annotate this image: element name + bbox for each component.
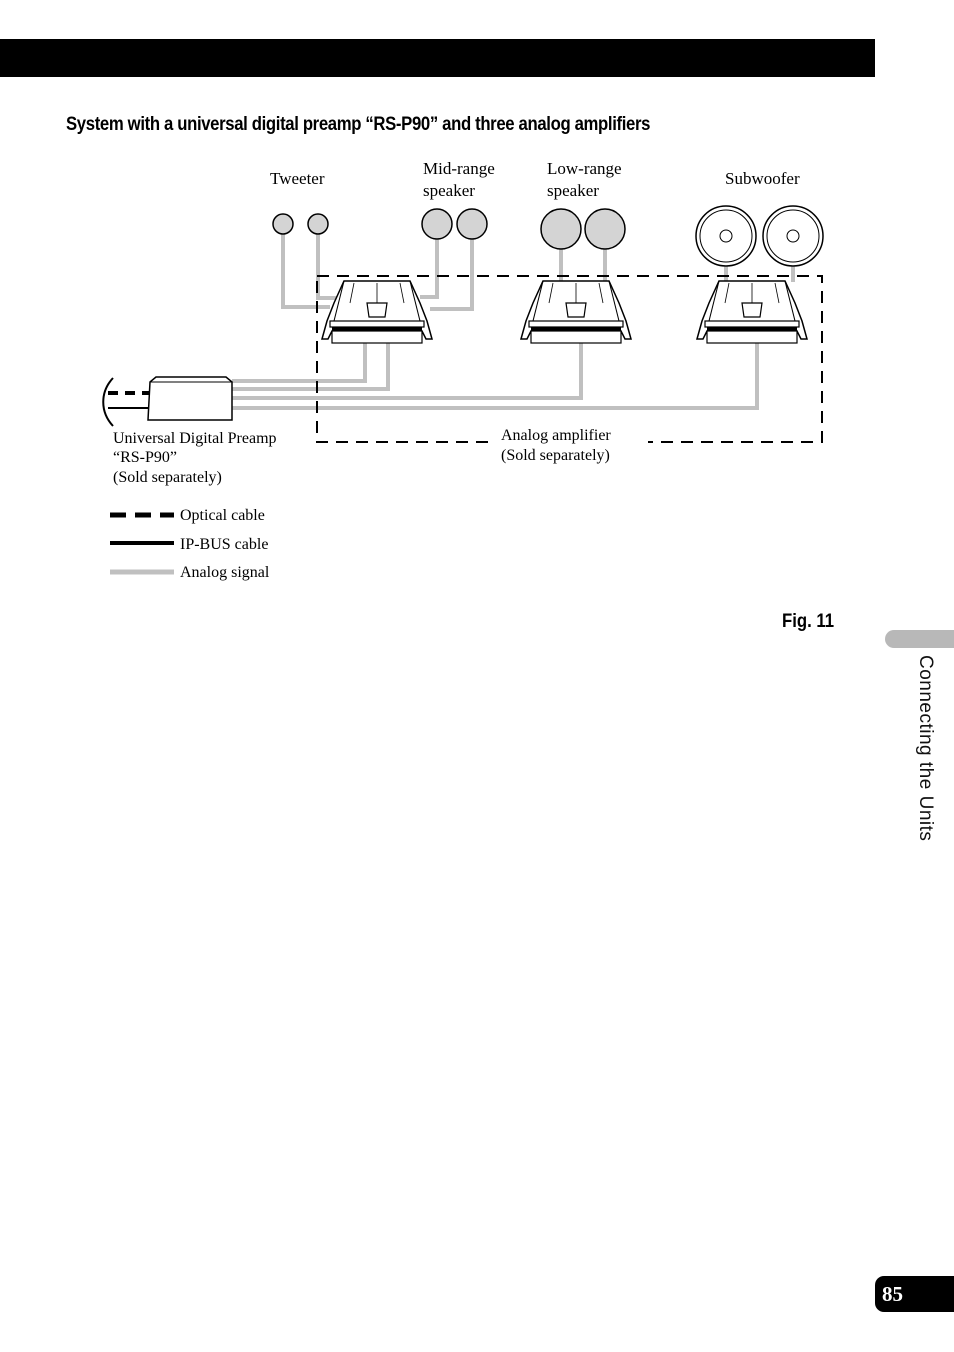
lowrange-label-line1: Low-range xyxy=(547,159,622,178)
midrange-label-line1: Mid-range xyxy=(423,159,495,178)
legend-swatches xyxy=(110,512,174,575)
section-heading: System with a universal digital preamp “… xyxy=(66,114,651,135)
ipbus-cable xyxy=(102,377,148,427)
subwoofer-label: Subwoofer xyxy=(725,169,800,188)
analog-amplifier-2 xyxy=(520,280,632,344)
amplifier-label-line2: (Sold separately) xyxy=(501,447,610,464)
legend-optical-label: Optical cable xyxy=(180,507,265,524)
analog-amplifier-1 xyxy=(321,280,433,344)
lowrange-speakers xyxy=(540,208,626,250)
figure-label: Fig. 11 xyxy=(782,611,835,632)
preamp-label-line1: Universal Digital Preamp xyxy=(113,430,277,447)
legend-ipbus-label: IP-BUS cable xyxy=(180,536,269,553)
midrange-label-line2: speaker xyxy=(423,181,475,200)
section-tab xyxy=(885,630,954,648)
legend-analog-label: Analog signal xyxy=(180,564,270,581)
lowrange-label-line2: speaker xyxy=(547,181,599,200)
amplifier-group-outline xyxy=(316,275,823,443)
section-tab-text: Connecting the Units xyxy=(915,655,936,842)
preamp-unit xyxy=(147,376,233,421)
analog-amplifier-3 xyxy=(696,280,808,344)
amplifier-label-line1: Analog amplifier xyxy=(501,427,611,444)
page-number: 85 xyxy=(875,1276,954,1312)
preamp-label-line3: (Sold separately) xyxy=(113,469,222,486)
header-bar xyxy=(0,39,875,77)
subwoofer-speakers xyxy=(695,205,824,267)
tweeter-label: Tweeter xyxy=(270,169,325,188)
analog-signal-cables xyxy=(232,234,795,410)
midrange-speakers xyxy=(421,208,488,240)
tweeter-speakers xyxy=(272,213,329,235)
system-diagram xyxy=(102,205,824,575)
preamp-label-line2: “RS-P90” xyxy=(113,449,177,466)
